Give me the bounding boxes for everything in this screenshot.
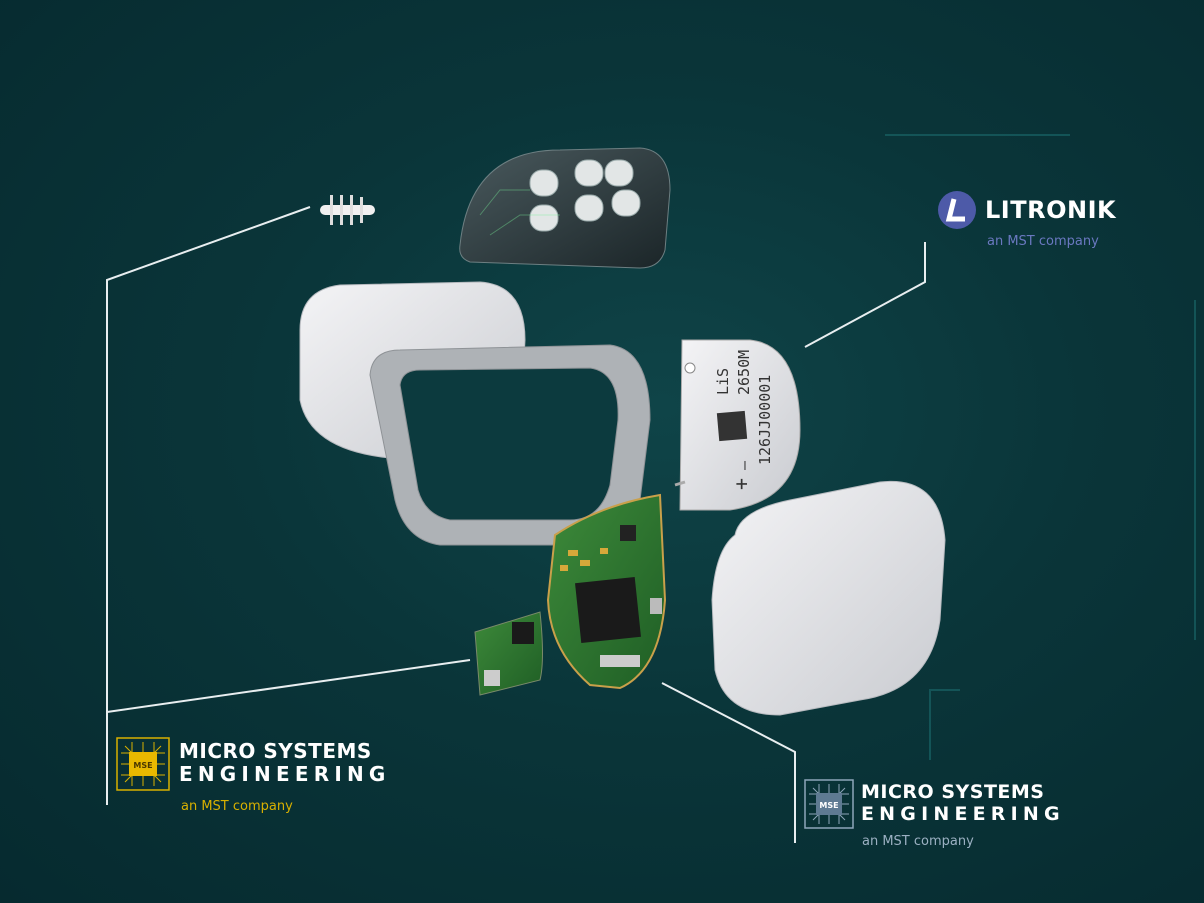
mse-right-line1: MICRO SYSTEMS <box>861 781 1045 803</box>
header-block <box>459 147 671 269</box>
battery-brand: LiS <box>714 368 732 395</box>
battery-plus: + <box>729 478 753 490</box>
background-circuit-lines <box>885 134 1196 760</box>
housing-frame <box>369 344 651 546</box>
battery-minus: — <box>735 460 753 470</box>
main-circuit-board <box>546 493 667 690</box>
litronik-tagline: an MST company <box>987 234 1099 249</box>
mse-left-tagline: an MST company <box>181 799 293 814</box>
mse-badge-left: MSE <box>116 737 170 791</box>
mse-badge-right: MSE <box>804 779 854 829</box>
battery-serial: 126JJ00001 <box>756 375 774 465</box>
mse-badge-text: MSE <box>133 761 152 770</box>
secondary-circuit-board <box>474 611 543 696</box>
mse-right-line2: ENGINEERING <box>861 803 1065 825</box>
battery-cell: LiS 2650M 126JJ00001 — + <box>674 339 801 511</box>
mse-badge-text: MSE <box>819 801 838 810</box>
litronik-name: LITRONIK <box>985 196 1117 224</box>
right-housing-shell <box>711 480 946 716</box>
mse-right-tagline: an MST company <box>862 834 974 849</box>
mse-left-line2: ENGINEERING <box>179 762 391 786</box>
callout-lines <box>106 206 926 843</box>
datamatrix-code <box>716 410 748 442</box>
litronik-mark-icon <box>938 191 976 229</box>
feedthrough-pins <box>320 195 375 225</box>
battery-model: 2650M <box>735 350 753 395</box>
mse-left-line1: MICRO SYSTEMS <box>179 739 372 763</box>
